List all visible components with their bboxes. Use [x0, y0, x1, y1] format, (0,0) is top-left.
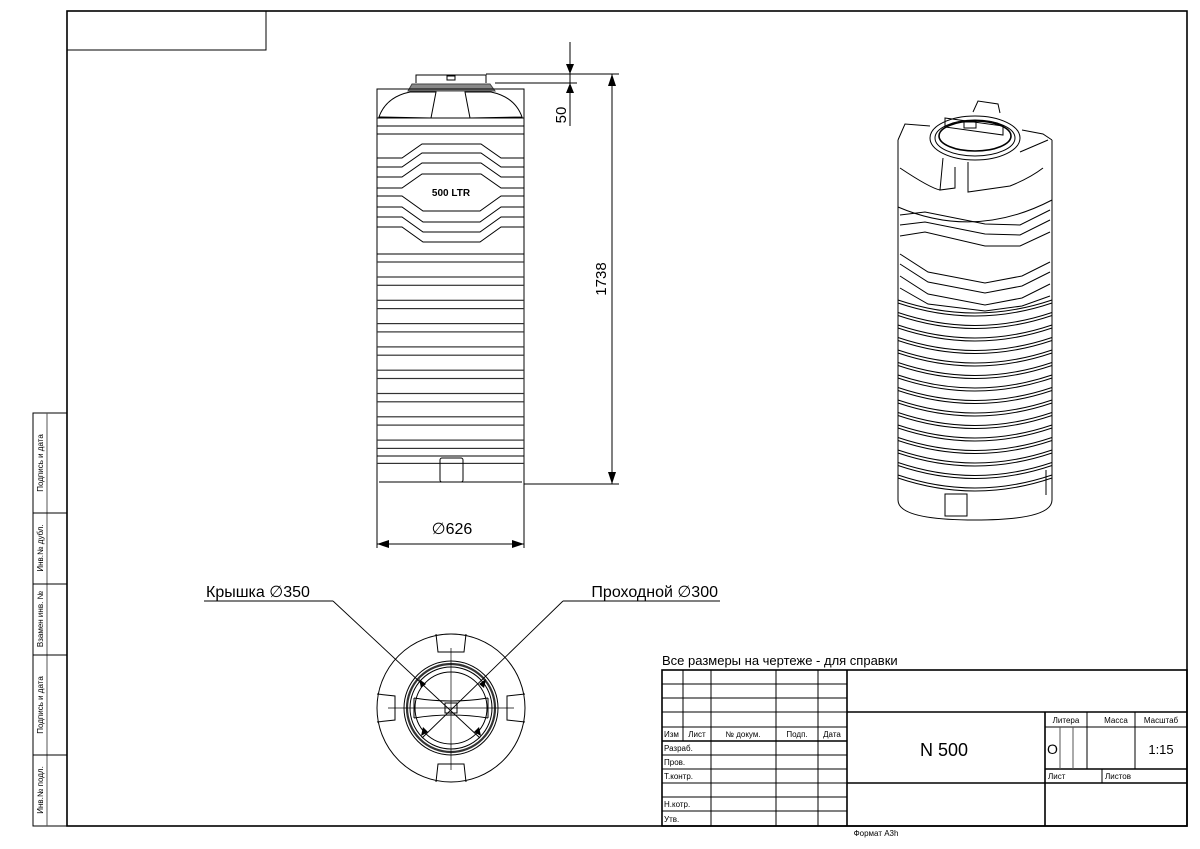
iso-rib	[897, 440, 1053, 454]
sheet-label: Лист	[1048, 772, 1066, 781]
callout-lid: Крышка ∅350	[206, 584, 310, 601]
iso-rib	[897, 424, 1053, 439]
iso-rib	[897, 427, 1053, 442]
ribs	[376, 261, 525, 464]
row-label: Н.котр.	[664, 800, 690, 809]
iso-rib	[897, 387, 1053, 401]
tank-volume-label: 500 LTR	[432, 188, 471, 199]
designation: N 500	[920, 740, 968, 760]
iso-rib	[897, 324, 1053, 339]
iso-rib	[897, 449, 1053, 464]
sheets-label: Листов	[1105, 772, 1131, 781]
iso-rib	[897, 299, 1053, 314]
scale-value: 1:15	[1148, 742, 1173, 757]
col-header: Изм	[664, 730, 679, 739]
iso-rib	[897, 349, 1053, 364]
iso-rib	[897, 365, 1053, 379]
col-header: Лист	[688, 730, 706, 739]
litera-label: Литера	[1053, 716, 1080, 725]
dimensions: 50 1738 ∅626	[376, 42, 619, 548]
iso-rib	[897, 312, 1053, 326]
front-view-tank: 500 LTR	[376, 74, 525, 484]
row-label: Разраб.	[664, 744, 693, 753]
side-stamp-cell: Инв.№ подл.	[36, 766, 45, 814]
litera-value: О	[1047, 741, 1058, 757]
iso-rib	[897, 437, 1053, 451]
top-left-stamp	[66, 10, 267, 51]
base-notch	[439, 457, 464, 483]
iso-rib	[897, 474, 1053, 489]
tank-rib	[376, 331, 525, 348]
label-band	[377, 133, 524, 255]
side-stamp-cell: Инв.№ дубл.	[36, 524, 45, 571]
dim-diameter: ∅626	[432, 521, 473, 538]
iso-rib	[897, 390, 1053, 404]
sheet-format: Формат A3h	[854, 829, 899, 838]
side-stamp-cell: Подпись и дата	[36, 676, 45, 734]
iso-rib	[897, 399, 1053, 414]
iso-ribs	[897, 299, 1053, 492]
iso-rib	[897, 315, 1053, 329]
iso-base-notch	[944, 493, 968, 517]
tank-rib	[376, 377, 525, 395]
dim-total-height: 1738	[593, 262, 610, 295]
tank-rib	[376, 401, 525, 418]
iso-rib	[897, 327, 1053, 342]
side-stamp-cell: Взамен инв. №	[36, 590, 45, 647]
tank-rib	[376, 284, 525, 301]
row-label: Утв.	[664, 815, 679, 824]
side-stamp-cell: Подпись и дата	[36, 434, 45, 492]
iso-rib	[897, 412, 1053, 426]
side-stamp: Подпись и дата Инв.№ дубл. Взамен инв. №…	[32, 412, 68, 827]
mass-label: Масса	[1104, 716, 1128, 725]
col-header: Дата	[823, 730, 841, 739]
iso-rib	[897, 377, 1053, 392]
scale-label: Масштаб	[1144, 716, 1179, 725]
iso-rib	[897, 362, 1053, 376]
iso-rib	[897, 374, 1053, 389]
row-label: Пров.	[664, 758, 685, 767]
iso-rib	[897, 402, 1053, 417]
isometric-view	[897, 100, 1053, 521]
iso-rib	[897, 340, 1053, 354]
col-header: Подп.	[786, 730, 807, 739]
reference-note: Все размеры на чертеже - для справки	[662, 653, 898, 668]
iso-rib	[897, 465, 1053, 479]
iso-rib	[897, 352, 1053, 367]
dim-lid-height: 50	[553, 107, 570, 124]
tank-rib	[376, 261, 525, 278]
row-label: Т.контр.	[664, 772, 693, 781]
iso-rib	[897, 477, 1053, 492]
title-block: Все размеры на чертеже - для справки	[661, 653, 1188, 838]
tank-rib	[376, 308, 525, 325]
tank-rib	[376, 424, 525, 441]
iso-rib	[897, 337, 1053, 351]
callouts: Крышка ∅350 Проходной ∅300	[204, 584, 720, 602]
iso-rib	[897, 415, 1053, 429]
tank-rib	[376, 354, 525, 371]
callout-manhole: Проходной ∅300	[591, 584, 718, 601]
iso-rib	[897, 462, 1053, 476]
top-view	[332, 600, 564, 783]
iso-rib	[897, 302, 1053, 317]
col-header: № докум.	[725, 730, 760, 739]
iso-rib	[897, 452, 1053, 467]
